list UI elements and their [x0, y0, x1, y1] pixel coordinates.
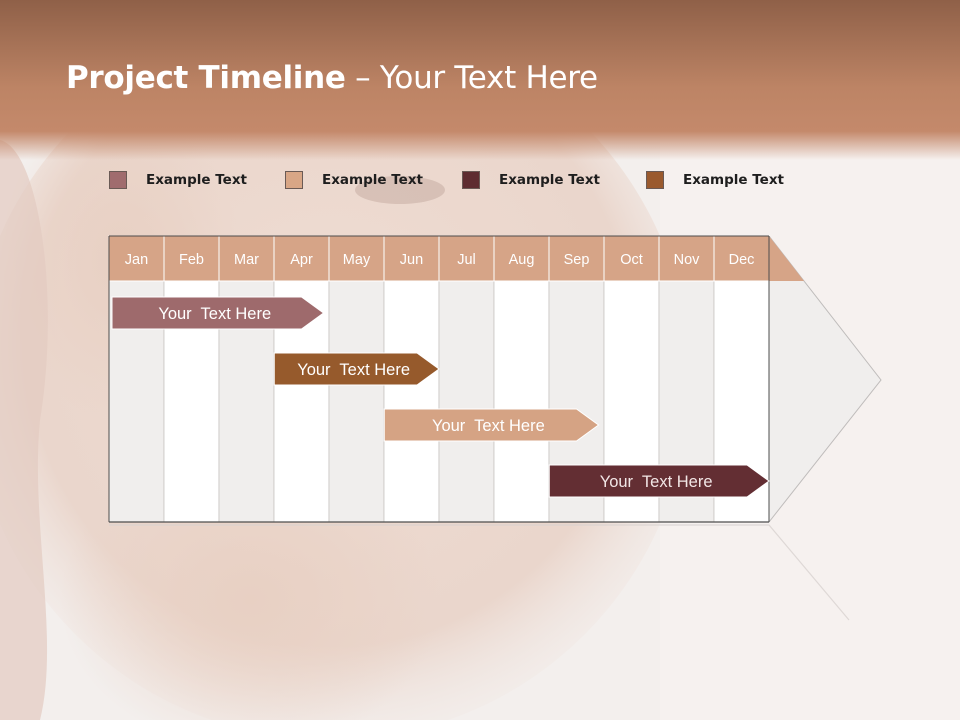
month-label: Mar	[234, 252, 259, 268]
legend-swatch-4	[646, 171, 664, 189]
month-label: May	[343, 252, 371, 268]
title-bold: Project Timeline	[66, 60, 346, 96]
month-label: Jun	[400, 252, 423, 268]
month-label: Sep	[564, 252, 590, 268]
month-column	[383, 280, 440, 523]
task-label: Your Text Here	[432, 417, 545, 435]
month-label: Jul	[457, 252, 476, 268]
month-column	[328, 280, 385, 523]
task-arrow	[548, 464, 770, 498]
month-header-cell	[328, 235, 385, 282]
month-header-cell	[163, 235, 220, 282]
month-label: Aug	[509, 252, 535, 268]
task-label: Your Text Here	[600, 473, 713, 491]
month-label: Nov	[674, 252, 701, 268]
month-column	[493, 280, 550, 523]
legend-label-4: Example Text	[683, 172, 784, 188]
task-arrow	[383, 408, 600, 442]
legend-label-1: Example Text	[146, 172, 247, 188]
legend-label-2: Example Text	[322, 172, 423, 188]
task-label: Your Text Here	[297, 361, 410, 379]
task-arrow	[111, 296, 325, 330]
title-rest: – Your Text Here	[345, 60, 598, 96]
month-label: Feb	[179, 252, 204, 268]
legend-swatch-1	[109, 171, 127, 189]
timeline-reflection	[109, 524, 850, 621]
legend-swatch-3	[462, 171, 480, 189]
month-header-cell	[273, 235, 330, 282]
month-header-cell	[658, 235, 715, 282]
month-label: Dec	[729, 252, 755, 268]
legend-swatch-2	[285, 171, 303, 189]
task-label: Your Text Here	[158, 305, 271, 323]
month-header-cell	[713, 235, 770, 282]
month-column	[438, 280, 495, 523]
header-arrow-tip	[769, 236, 804, 281]
task-arrow	[273, 352, 440, 386]
month-label: Oct	[620, 252, 643, 268]
month-label: Jan	[125, 252, 148, 268]
legend-label-3: Example Text	[499, 172, 600, 188]
slide-title: Project Timeline – Your Text Here	[66, 60, 598, 96]
month-header-cell	[493, 235, 550, 282]
month-label: Apr	[290, 252, 313, 268]
